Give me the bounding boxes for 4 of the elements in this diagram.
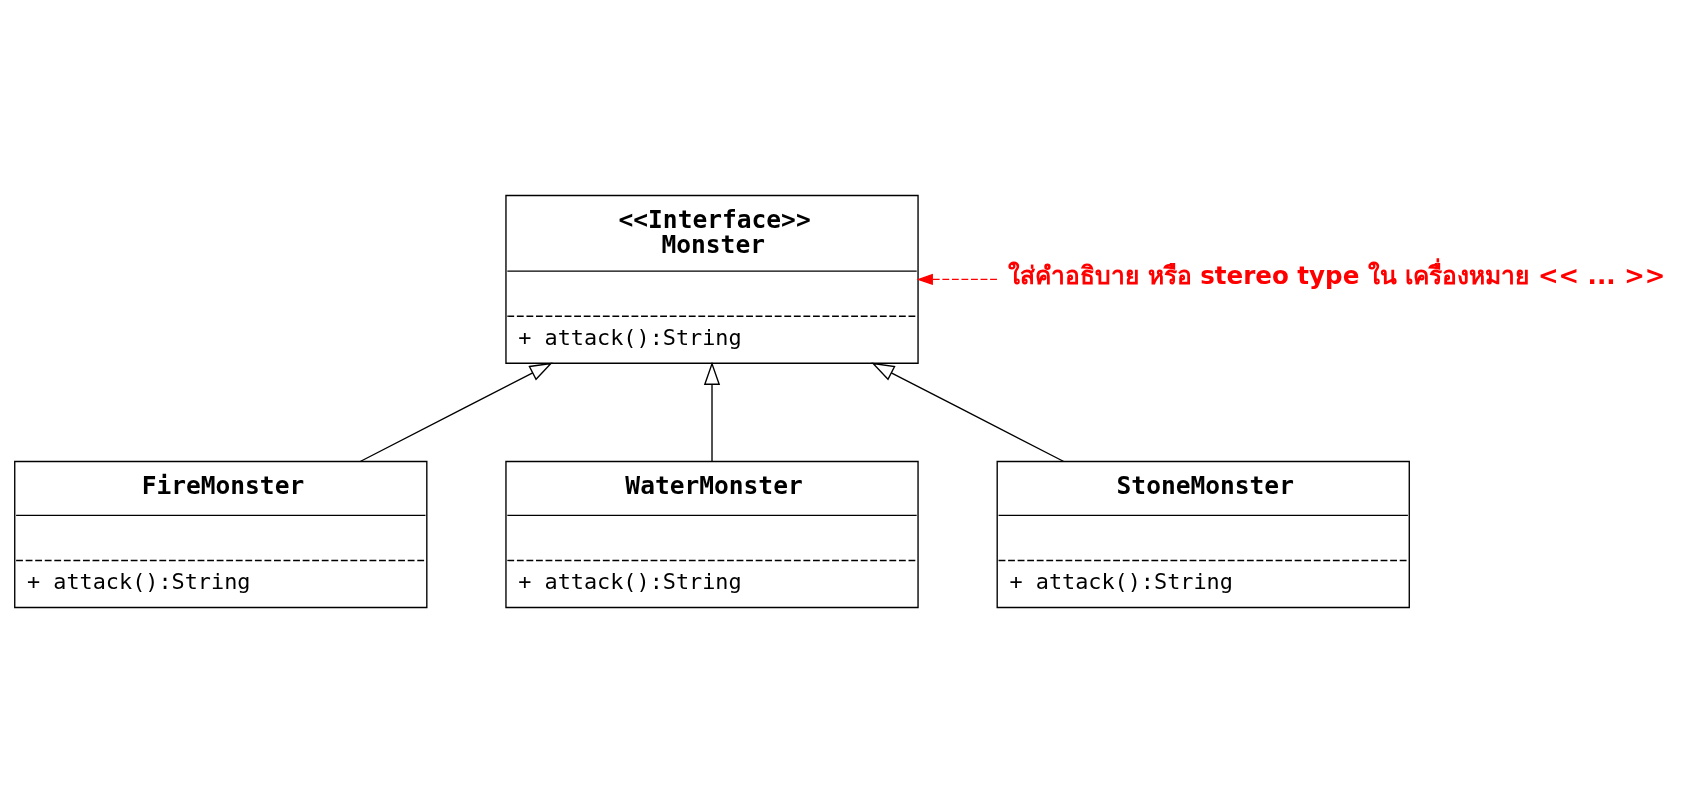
arrow [703,361,721,463]
arrow [871,362,1065,463]
arrow [359,362,553,463]
arrow [916,273,998,286]
